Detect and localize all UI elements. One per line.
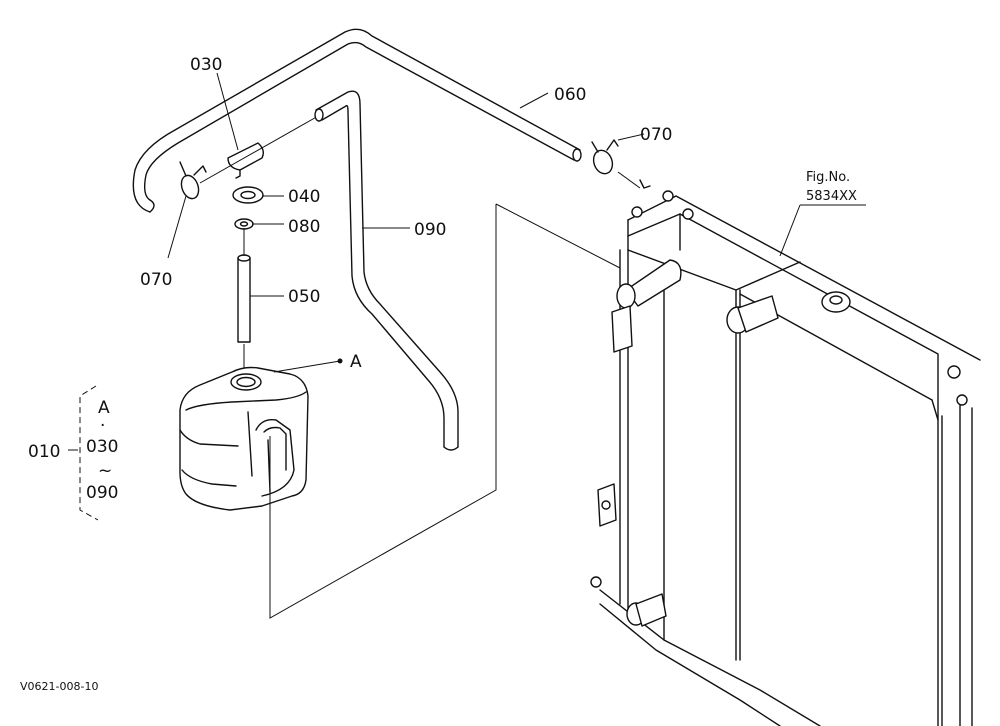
assembly-line-5: 090 [86, 483, 118, 503]
reserve-tank [179, 366, 309, 511]
label-070-left: 070 [140, 270, 172, 290]
packing-040 [232, 186, 264, 204]
radiator-assembly [590, 171, 981, 726]
clamp-070-right [591, 139, 619, 175]
view-frame [269, 203, 621, 619]
label-040: 040 [288, 187, 320, 207]
label-080: 080 [288, 217, 320, 237]
label-030: 030 [190, 55, 222, 75]
cap-030 [199, 114, 321, 184]
label-ref-a: A [350, 352, 362, 372]
label-060: 060 [554, 85, 586, 105]
hose-060 [132, 28, 582, 213]
washer-080 [234, 218, 254, 230]
label-090: 090 [414, 220, 446, 240]
label-fig-code: 5834XX [806, 189, 857, 204]
assembly-callout: 010 A · 030 ~ 090 [28, 398, 118, 503]
clamp-070-left [179, 161, 207, 200]
pipe-050 [237, 228, 251, 370]
assembly-line-1: A [98, 398, 110, 418]
assembly-line-4: ~ [98, 461, 112, 481]
hose-090 [314, 90, 459, 451]
label-050: 050 [288, 287, 320, 307]
label-fig-no: Fig.No. [806, 170, 850, 185]
assembly-line-2: · [100, 416, 105, 436]
label-070-right: 070 [640, 125, 672, 145]
leader-lines [68, 72, 866, 521]
assembly-line-3: 030 [86, 437, 118, 457]
assembly-number: 010 [28, 442, 60, 462]
footer-code: V0621-008-10 [20, 680, 98, 693]
